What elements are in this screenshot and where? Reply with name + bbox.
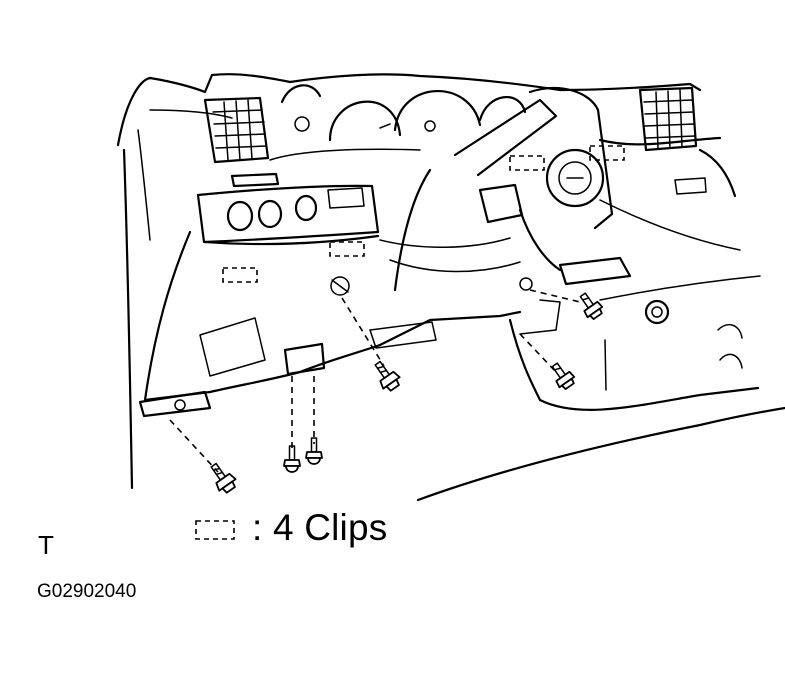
- switch-panel: [196, 184, 380, 244]
- legend-clips-label: : 4 Clips: [252, 507, 388, 548]
- legend-clip-symbol: [195, 520, 235, 540]
- push-clip-2: [305, 437, 323, 465]
- a-pillar: [116, 76, 152, 490]
- lower-panel-cover: [143, 230, 522, 402]
- clip-marker-1: [222, 267, 258, 283]
- clip-marker-4: [589, 145, 625, 161]
- right-trim: [416, 136, 785, 502]
- right-air-vent: [638, 86, 698, 152]
- bolt-4: [551, 362, 576, 390]
- bolt-2: [374, 360, 401, 392]
- leader-lines: [169, 289, 581, 473]
- dashboard-upper: [148, 73, 702, 119]
- lower-left-bracket: [138, 390, 212, 418]
- figure-reference-code: G02902040: [37, 581, 137, 602]
- section-mark: T: [38, 530, 54, 560]
- left-air-vent: [203, 96, 270, 164]
- bolt-3: [579, 292, 604, 320]
- clip-markers: [222, 145, 625, 283]
- instrument-cluster: [230, 84, 527, 188]
- bolt-1: [210, 462, 237, 494]
- clip-marker-3: [509, 155, 545, 171]
- steering-column: [379, 86, 614, 292]
- push-clip-1: [283, 445, 301, 473]
- clip-marker-2: [329, 241, 365, 257]
- knee-bolster-bracket: [508, 256, 761, 411]
